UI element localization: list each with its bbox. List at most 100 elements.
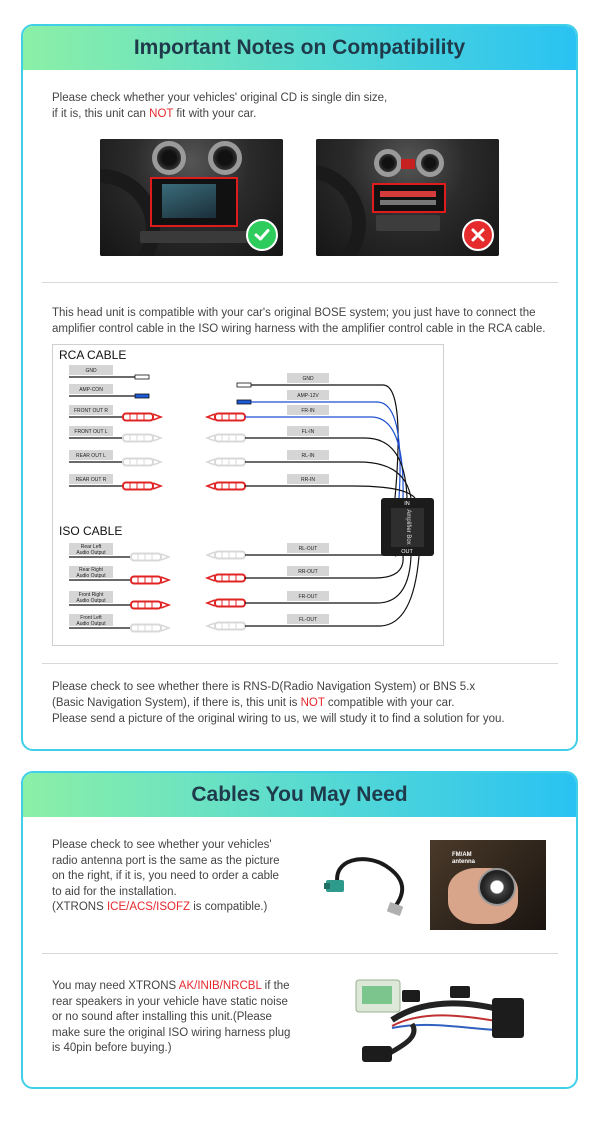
rca-tip bbox=[160, 576, 172, 584]
section-divider-3 bbox=[42, 953, 558, 954]
iso-right-wire bbox=[245, 554, 397, 557]
iso-right-label-bg bbox=[287, 566, 329, 576]
iso-right-wire bbox=[245, 555, 420, 627]
iso-cable-title: ISO CABLE bbox=[59, 524, 122, 538]
iso-right-wire bbox=[245, 555, 404, 579]
iso-right-label: FL-OUT bbox=[299, 617, 317, 623]
iso-right-wire bbox=[245, 555, 412, 604]
rca-cable-title: RCA CABLE bbox=[59, 348, 126, 362]
rca-tip bbox=[160, 624, 172, 632]
rca-right-label: GND bbox=[302, 376, 314, 382]
iso-left-label-bg bbox=[69, 543, 113, 555]
rca-plug bbox=[122, 433, 154, 443]
rca-right-wire bbox=[245, 437, 408, 499]
rca-left-label: FRONT OUT R bbox=[74, 408, 108, 414]
cables-card: Cables You May Need bbox=[21, 771, 578, 1089]
rca-tip bbox=[152, 434, 164, 442]
incompatible-dash-photo bbox=[316, 139, 499, 256]
rca-plug bbox=[214, 412, 246, 422]
rca-right-label-bg bbox=[287, 373, 329, 383]
compatibility-header: Important Notes on Compatibility bbox=[23, 26, 576, 70]
rca-tip bbox=[160, 553, 172, 561]
section-divider bbox=[42, 282, 558, 283]
rca-right-wire bbox=[245, 416, 404, 499]
rca-tip bbox=[204, 599, 216, 607]
antenna-note: Please check to see whether your vehicle… bbox=[52, 839, 280, 913]
rca-right-label-bg bbox=[287, 390, 329, 400]
pin-terminal bbox=[134, 374, 150, 380]
rca-plug bbox=[122, 481, 154, 491]
iso-left-label: Audio Output bbox=[76, 621, 106, 627]
rca-left-label: REAR OUT L bbox=[76, 453, 106, 459]
rca-plug bbox=[130, 600, 162, 610]
amp-in-label: IN bbox=[404, 501, 410, 507]
iso-right-label-bg bbox=[287, 614, 329, 624]
rca-right-label-bg bbox=[287, 474, 329, 484]
rca-right-label-bg bbox=[287, 426, 329, 436]
check-circle-icon bbox=[246, 219, 278, 251]
rca-tip bbox=[204, 551, 216, 559]
iso-left-label: Front Left bbox=[80, 615, 102, 621]
rca-tip bbox=[152, 413, 164, 421]
rca-left-label-bg bbox=[69, 474, 113, 484]
rca-right-wire bbox=[245, 485, 416, 499]
rca-left-label-bg bbox=[69, 365, 113, 375]
rca-plug bbox=[214, 457, 246, 467]
rca-left-label: REAR OUT R bbox=[76, 477, 107, 483]
amp-out-label: OUT bbox=[401, 549, 413, 555]
compatibility-title: Important Notes on Compatibility bbox=[133, 36, 466, 59]
iso-left-label-bg bbox=[69, 566, 113, 578]
pin-terminal bbox=[236, 399, 252, 405]
rca-left-label: GND bbox=[85, 368, 97, 374]
antenna-label: FM/AM antenna bbox=[452, 852, 476, 865]
rca-plug bbox=[214, 598, 246, 608]
iso-right-label: RR-OUT bbox=[298, 569, 317, 575]
iso-left-label: Audio Output bbox=[76, 598, 106, 604]
rca-left-label-bg bbox=[69, 426, 113, 436]
pin-terminal bbox=[134, 393, 150, 399]
pin-terminal bbox=[236, 382, 252, 388]
rca-plug bbox=[130, 623, 162, 633]
bose-note: This head unit is compatible with your c… bbox=[52, 307, 546, 335]
iso-right-label: RL-OUT bbox=[299, 546, 318, 552]
rca-tip bbox=[160, 601, 172, 609]
rca-right-label: FL-IN bbox=[302, 429, 315, 435]
rca-tip bbox=[152, 482, 164, 490]
rca-tip bbox=[204, 458, 216, 466]
amp-box-label: Amplifier Box bbox=[405, 509, 411, 544]
single-din-unit bbox=[372, 183, 446, 213]
rca-plug bbox=[214, 621, 246, 631]
x-circle-icon bbox=[462, 219, 494, 251]
amplifier-box: IN OUT Amplifier Box bbox=[381, 498, 434, 556]
iso-left-label-bg bbox=[69, 614, 113, 626]
wiring-svg: RCA CABLE ISO CABLE GND AMP-CON FRONT OUT … bbox=[59, 348, 434, 633]
iso-left-label-bg bbox=[69, 591, 113, 603]
iso-right-label-bg bbox=[287, 543, 329, 553]
rca-left-label: FRONT OUT L bbox=[74, 429, 107, 435]
rca-right-label-bg bbox=[287, 450, 329, 460]
cables-header: Cables You May Need bbox=[23, 773, 576, 817]
rca-plug bbox=[214, 433, 246, 443]
antenna-cable-image bbox=[316, 848, 416, 920]
rca-right-wire bbox=[251, 401, 401, 499]
rca-plug bbox=[130, 575, 162, 585]
iso-left-label: Rear Left bbox=[81, 544, 102, 550]
rca-plug bbox=[122, 457, 154, 467]
rca-plug bbox=[214, 550, 246, 560]
speaker-noise-note: You may need XTRONS AK/INIB/NRCBL if the… bbox=[52, 980, 291, 1054]
rca-tip bbox=[152, 458, 164, 466]
rca-right-label: RR-IN bbox=[301, 477, 315, 483]
double-din-unit bbox=[150, 177, 238, 227]
rca-left-label-bg bbox=[69, 384, 113, 394]
iso-left-label: Front Right bbox=[79, 592, 104, 598]
rca-plug bbox=[214, 573, 246, 583]
compatible-dash-photo bbox=[100, 139, 283, 256]
rca-tip bbox=[204, 434, 216, 442]
rns-note: Please check to see whether there is RNS… bbox=[52, 681, 505, 725]
rca-right-label: RL-IN bbox=[301, 453, 314, 459]
rca-right-label: AMP-12V bbox=[297, 393, 319, 399]
wiring-harness-image bbox=[352, 970, 528, 1066]
rca-tip bbox=[204, 413, 216, 421]
rca-plug bbox=[130, 552, 162, 562]
rca-left-label: AMP-CON bbox=[79, 387, 103, 393]
